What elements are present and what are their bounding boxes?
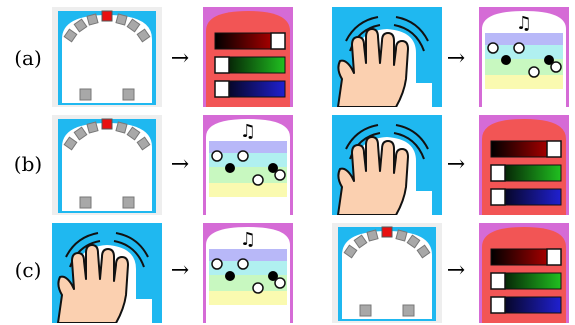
music-panel: ♫: [203, 223, 293, 323]
music-icon: ♫: [203, 223, 293, 323]
sliders-panel: [479, 115, 569, 215]
robot-panel: [52, 115, 162, 215]
row-label-b: (b): [13, 152, 43, 176]
svg-text:♫: ♫: [240, 229, 256, 250]
right-arrow-icon: →: [170, 258, 190, 283]
hand-icon: [332, 7, 442, 107]
robot-icon: [332, 223, 442, 323]
music-icon: ♫: [203, 115, 293, 215]
hand-panel: [332, 115, 442, 215]
robot-panel: [332, 223, 442, 323]
right-arrow-icon: →: [446, 258, 466, 283]
hand-panel: [332, 7, 442, 107]
robot-icon: [52, 7, 162, 107]
right-arrow-icon: →: [170, 152, 190, 177]
music-panel: ♫: [479, 7, 569, 107]
right-arrow-icon: →: [170, 46, 190, 71]
sliders-icon: [479, 115, 569, 215]
hand-panel: [52, 223, 162, 323]
right-arrow-icon: →: [446, 152, 466, 177]
svg-text:♫: ♫: [516, 13, 532, 34]
sliders-panel: [479, 223, 569, 323]
svg-text:♫: ♫: [240, 121, 256, 142]
row-label-a: (a): [14, 46, 42, 70]
sliders-panel: [203, 7, 293, 107]
robot-icon: [52, 115, 162, 215]
hand-icon: [332, 115, 442, 215]
music-panel: ♫: [203, 115, 293, 215]
right-arrow-icon: →: [446, 46, 466, 71]
robot-panel: [52, 7, 162, 107]
music-icon: ♫: [479, 7, 569, 107]
row-label-c: (c): [14, 258, 42, 282]
sliders-icon: [203, 7, 293, 107]
hand-icon: [52, 223, 162, 323]
sliders-icon: [479, 223, 569, 323]
